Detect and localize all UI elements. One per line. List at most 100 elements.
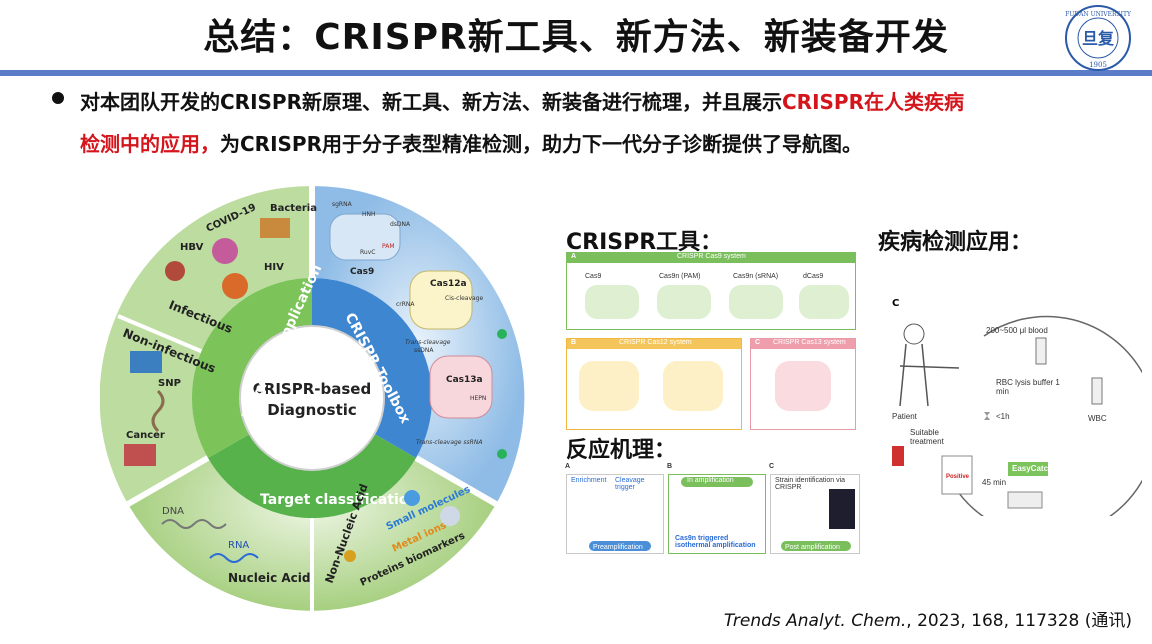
bullet-highlight-a: CRISPR在人类疾病 [781,90,964,114]
protein-icon [440,506,460,526]
patient-body-icon [899,343,960,407]
tb-hepn: HEPN [470,395,486,402]
app-timer: <1h [996,412,1010,421]
app-blood: 200~500 μl blood [986,326,1048,335]
app-easycatch: EasyCatch [1012,464,1053,473]
tools-panel-cas12: B CRISPR Cas12 system [566,338,742,430]
bullet-line-2: 检测中的应用，为CRISPR用于分子表型精准检测，助力下一代分子诊断提供了导航图… [80,128,862,157]
fluorophore-icon [497,329,507,339]
disease-cancer: Cancer [126,430,165,441]
mech-label: Cas9n triggered isothermal amplification [675,535,756,549]
application-figure: C 200~500 μl blood RBC lysis buffer 1 mi… [884,296,1142,516]
bacteria-icon [260,218,290,238]
hbv-icon [165,261,185,281]
patient-head-icon [903,323,925,345]
cas-item: Cas9 [585,273,602,280]
section-mechanism: 反应机理： [566,438,677,463]
mech-footer: Post amplification [785,544,840,551]
label-dna: DNA [162,506,184,517]
center-label-1: CRISPR-based [253,380,371,398]
section-tools: CRISPR工具： [566,230,723,255]
cas-item: dCas9 [803,273,824,280]
bullet-highlight-b: 检测中的应用， [80,132,220,156]
mech-label: Strain identification via CRISPR [775,477,846,491]
app-duration: 45 min [982,478,1007,487]
cell-icon [130,351,162,373]
wbc-tube-icon [1091,377,1103,405]
panel-letter: C [755,339,761,346]
fluorophore-icon-2 [497,449,507,459]
center-disc [239,325,385,471]
citation: Trends Analyt. Chem., 2023, 168, 117328 … [724,606,1132,631]
mech-label: Cleavage trigger [615,477,645,491]
pathogen-hbv: HBV [180,242,204,253]
dna-helix-icon [151,389,165,433]
bullet-text-b: 为CRISPR用于分子表型精准检测，助力下一代分子诊断提供了导航图。 [220,132,862,156]
title-divider [0,70,1152,76]
tb-cas9: Cas9 [350,267,374,277]
panel-letter: C [892,298,900,309]
logo-year: 1905 [1089,61,1107,69]
workflow-cycle-arrow [953,315,1142,516]
tb-ssdna: ssDNA [414,347,434,354]
mech-label: Enrichment [571,477,607,484]
tools-panel-cas13: C CRISPR Cas13 system [750,338,856,430]
app-treatment: Suitable treatment [910,428,944,446]
tb-trans-cleavage: Trans-cleavage [405,339,451,346]
dna-wave-icon [161,519,227,529]
disease-snp: SNP [158,378,181,389]
panel-letter: B [571,339,577,346]
mechanism-panel-c: C Strain identification via CRISPR Post … [769,463,860,554]
panel-title: CRISPR Cas12 system [619,339,692,346]
citation-journal: Trends Analyt. Chem. [723,611,907,631]
tb-sgrna: sgRNA [332,201,353,208]
tb-pam: PAM [382,243,395,250]
mechanism-panel-b: B In amplification Cas9n triggered isoth… [667,463,766,554]
report-icon [941,455,973,495]
cas12a-complex-shape [409,270,473,330]
tb-cis-cleavage: Cis-cleavage [445,295,484,302]
label-nucleic-acid: Nucleic Acid [228,571,310,585]
panel-letter: B [667,463,673,470]
bullet-line-1: 对本团队开发的CRISPR新原理、新工具、新方法、新装备进行梳理，并且展示CRI… [80,86,964,115]
bullet-dot [52,92,64,104]
pill-icon [892,446,904,466]
rna-wave-icon [209,553,259,563]
cas-item: Cas9n (PAM) [659,273,701,280]
mechanism-panel-a: A Enrichment Cleavage trigger Preamplifi… [565,463,664,554]
tools-panel-cas9: A CRISPR Cas9 system Cas9 Cas9n (PAM) Ca… [566,252,856,330]
cas13a-complex-shape [429,355,493,419]
center-label-2: Diagnostic [267,401,357,419]
bullet-text-a: 对本团队开发的CRISPR新原理、新工具、新方法、新装备进行梳理，并且展示 [80,90,782,114]
panel-letter: A [571,253,577,260]
mech-label: In amplification [687,477,734,484]
cancer-icon [124,444,156,466]
metal-ion-icon [344,550,356,562]
tb-trans-cleavage-ssrna: Trans-cleavage ssRNA [416,439,482,446]
tb-hnh: HNH [362,211,376,218]
crispr-wheel-figure: CRISPR-based Diagnostic Diagnosis applic… [100,186,525,611]
ring-label-target: Target classification [260,492,418,508]
cas9-complex-shape [329,213,401,261]
section-application: 疾病检测应用： [878,230,1033,255]
tb-cas12a: Cas12a [430,279,467,289]
pathogen-hiv: HIV [264,262,284,273]
hourglass-icon [984,412,990,420]
covid-icon [212,238,238,264]
slide-title: 总结：CRISPR新工具、新方法、新装备开发 [203,17,949,58]
panel-title: CRISPR Cas13 system [773,339,846,346]
app-wbc: WBC [1088,414,1107,423]
fudan-logo: 旦复 FUDAN UNIVERSITY 1905 [1065,5,1132,71]
application-diagram [892,315,1142,516]
tube-icon [1035,337,1047,365]
cas-item: Cas9n (sRNA) [733,273,779,280]
mechanism-figure: A Enrichment Cleavage trigger Preamplifi… [565,462,860,554]
panel-letter: A [565,463,571,470]
small-molecule-icon [404,490,420,506]
label-rna: RNA [228,540,249,551]
citation-details: , 2023, 168, 117328 (通讯) [906,611,1132,631]
tb-crrna: crRNA [396,301,415,308]
logo-university-name: FUDAN UNIVERSITY [1065,11,1132,18]
panel-title: CRISPR Cas9 system [677,253,746,260]
device-icon [1007,491,1043,509]
